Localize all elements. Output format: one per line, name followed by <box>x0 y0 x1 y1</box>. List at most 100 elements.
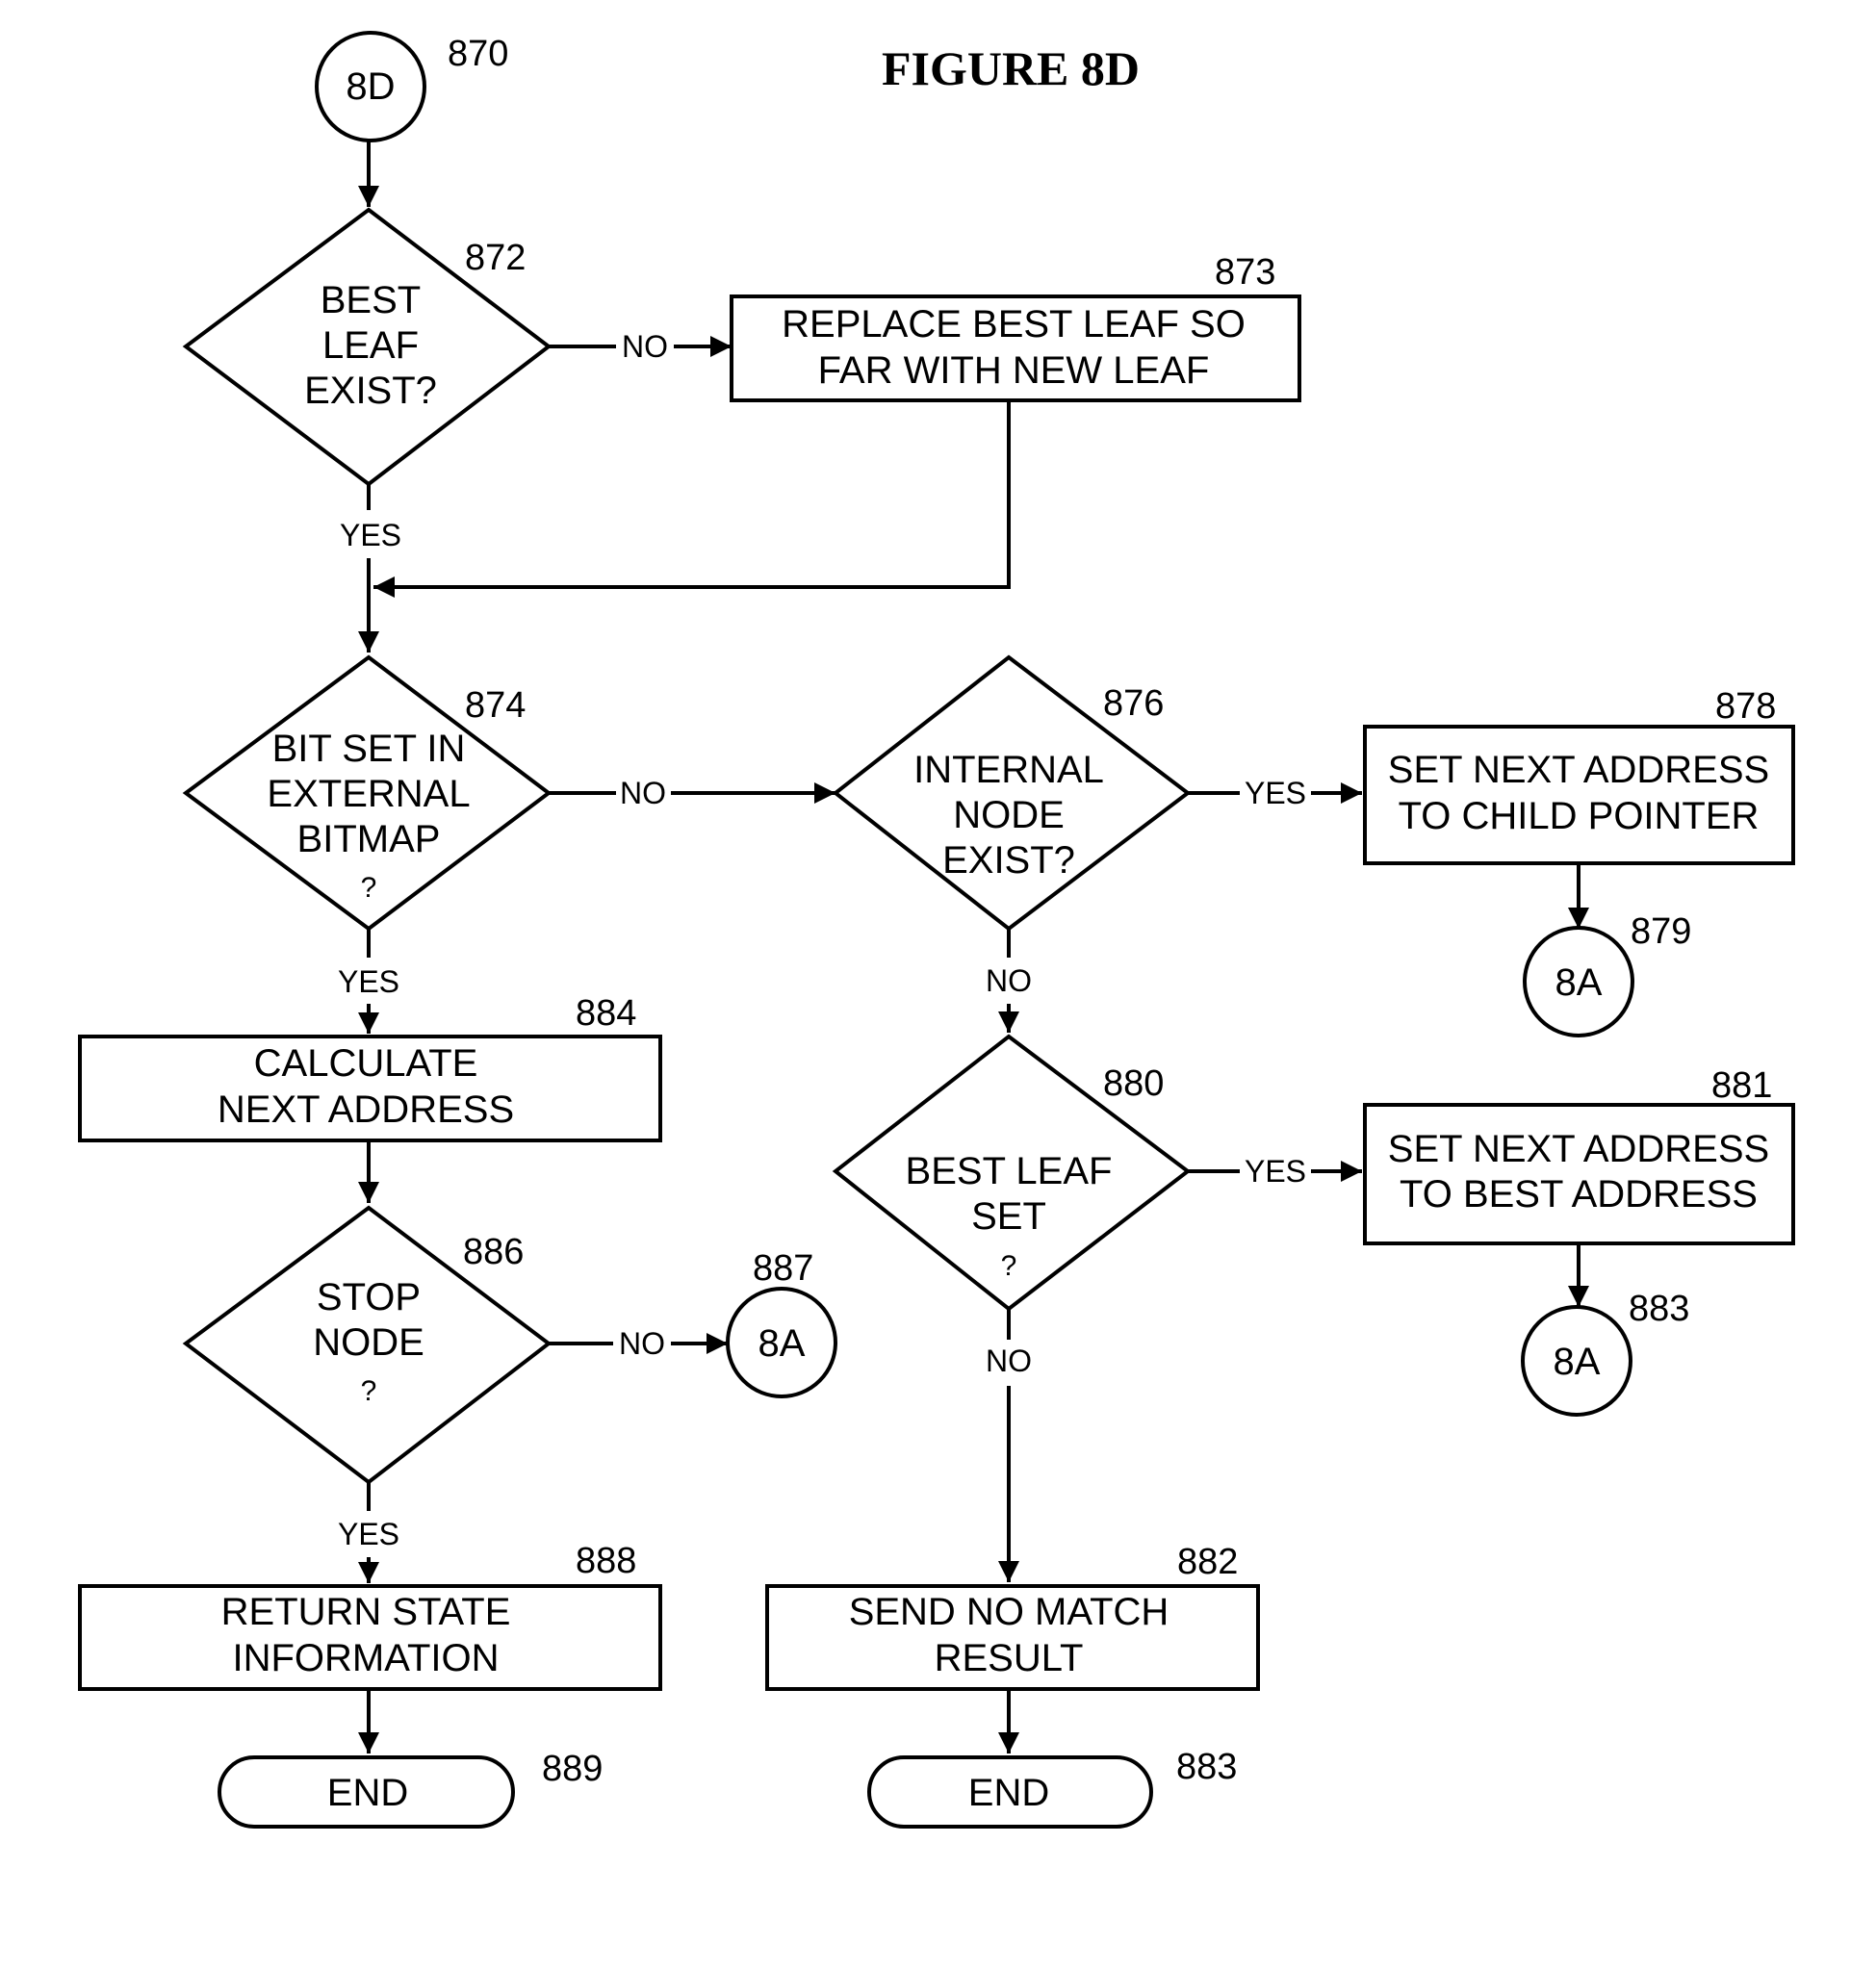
ref-number: 882 <box>1177 1542 1238 1582</box>
process-line-1: RETURN STATE <box>221 1591 511 1633</box>
node-872-decision: BEST LEAF EXIST? 872 <box>182 207 553 487</box>
decision-line-3: EXIST? <box>942 839 1075 882</box>
terminator-label: END <box>327 1772 408 1814</box>
decision-diamond <box>182 207 553 487</box>
node-889-terminator: END 889 <box>218 1749 603 1829</box>
ref-number: 878 <box>1715 686 1776 727</box>
connector-circle <box>1521 1305 1632 1417</box>
edge-label-880-no: NO <box>986 1344 1032 1378</box>
node-870-connector: 8D 870 <box>315 31 508 142</box>
terminator-shape <box>218 1755 515 1829</box>
ref-number: 886 <box>463 1232 524 1272</box>
process-line-1: SEND NO MATCH <box>849 1591 1169 1633</box>
ref-number: 876 <box>1103 683 1164 724</box>
process-line-2: INFORMATION <box>232 1637 499 1679</box>
ref-number: 884 <box>576 993 636 1034</box>
process-line-1: SET NEXT ADDRESS <box>1388 749 1769 791</box>
node-883-connector: 8A 883 <box>1521 1289 1689 1417</box>
ref-number: 883 <box>1176 1747 1237 1787</box>
node-883-terminator: END 883 <box>867 1747 1237 1829</box>
connector-label: 8D <box>346 65 395 108</box>
edge-label-886-yes: YES <box>338 1517 399 1551</box>
decision-diamond <box>832 1034 1192 1312</box>
process-box <box>730 294 1301 402</box>
ref-number: 874 <box>465 685 526 726</box>
terminator-shape <box>867 1755 1153 1829</box>
node-876-decision: INTERNAL NODE EXIST? 876 <box>832 654 1192 932</box>
decision-line-2: LEAF <box>322 324 419 367</box>
edge-label-876-yes: YES <box>1245 776 1306 810</box>
decision-diamond <box>182 1205 553 1485</box>
decision-line-2: EXTERNAL <box>267 773 470 815</box>
node-873-process: REPLACE BEST LEAF SO FAR WITH NEW LEAF 8… <box>730 252 1301 402</box>
ref-number: 888 <box>576 1541 636 1581</box>
decision-diamond <box>182 654 553 932</box>
decision-line-4: ? <box>361 872 377 904</box>
connector-label: 8A <box>1555 961 1603 1004</box>
decision-line-3: ? <box>361 1375 377 1407</box>
decision-line-1: STOP <box>317 1276 421 1318</box>
node-880-decision: BEST LEAF SET ? 880 <box>832 1034 1192 1312</box>
node-882-process: SEND NO MATCH RESULT 882 <box>765 1542 1260 1691</box>
process-box <box>1363 1103 1795 1245</box>
ref-number: 883 <box>1629 1289 1689 1329</box>
edge-873-merge <box>373 401 1011 598</box>
decision-line-3: EXIST? <box>304 370 437 412</box>
edge-label-876-no: NO <box>986 963 1032 998</box>
ref-number: 880 <box>1103 1063 1164 1104</box>
ref-number: 889 <box>542 1749 603 1789</box>
decision-line-3: BITMAP <box>297 818 441 860</box>
node-884-process: CALCULATE NEXT ADDRESS 884 <box>78 993 662 1142</box>
process-box <box>78 1584 662 1691</box>
node-886-decision: STOP NODE ? 886 <box>182 1205 553 1485</box>
edge-label-880-yes: YES <box>1245 1154 1306 1189</box>
ref-number: 881 <box>1711 1065 1772 1106</box>
decision-line-1: BEST LEAF <box>906 1150 1113 1192</box>
process-line-2: TO BEST ADDRESS <box>1400 1173 1758 1216</box>
figure-title: FIGURE 8D <box>882 41 1140 95</box>
edge-labels: NO YES NO YES YES NO YES NO NO YES <box>338 329 1306 1551</box>
decision-line-2: SET <box>971 1195 1046 1238</box>
process-box <box>765 1584 1260 1691</box>
decision-line-1: INTERNAL <box>913 749 1104 791</box>
edge-label-872-yes: YES <box>340 518 401 552</box>
node-878-process: SET NEXT ADDRESS TO CHILD POINTER 878 <box>1363 686 1795 865</box>
ref-number: 873 <box>1215 252 1275 293</box>
process-line-2: FAR WITH NEW LEAF <box>818 349 1210 392</box>
process-line-1: SET NEXT ADDRESS <box>1388 1128 1769 1170</box>
process-line-2: TO CHILD POINTER <box>1399 795 1760 837</box>
decision-line-1: BIT SET IN <box>272 728 466 770</box>
connector-circle <box>726 1287 837 1398</box>
process-line-2: NEXT ADDRESS <box>218 1088 514 1131</box>
decision-line-3: ? <box>1001 1250 1017 1282</box>
node-874-decision: BIT SET IN EXTERNAL BITMAP ? 874 <box>182 654 553 932</box>
node-887-connector: 8A 887 <box>726 1248 837 1398</box>
process-box <box>1363 725 1795 865</box>
process-line-1: REPLACE BEST LEAF SO <box>782 303 1246 346</box>
ref-number: 887 <box>753 1248 813 1289</box>
connectors <box>358 135 1589 1753</box>
connector-label: 8A <box>758 1322 806 1365</box>
node-881-process: SET NEXT ADDRESS TO BEST ADDRESS 881 <box>1363 1065 1795 1245</box>
edge-label-872-no: NO <box>622 329 668 364</box>
ref-number: 872 <box>465 238 526 278</box>
node-888-process: RETURN STATE INFORMATION 888 <box>78 1541 662 1691</box>
process-box <box>78 1035 662 1142</box>
decision-diamond <box>832 654 1192 932</box>
terminator-label: END <box>968 1772 1049 1814</box>
process-line-1: CALCULATE <box>254 1042 478 1085</box>
node-879-connector: 8A 879 <box>1523 911 1691 1037</box>
decision-line-2: NODE <box>313 1321 424 1364</box>
process-line-2: RESULT <box>935 1637 1084 1679</box>
edge-label-886-no: NO <box>619 1326 665 1361</box>
ref-number: 879 <box>1631 911 1691 952</box>
decision-line-1: BEST <box>321 279 421 321</box>
connector-label: 8A <box>1554 1341 1601 1383</box>
ref-number: 870 <box>448 34 508 74</box>
connector-circle <box>1523 926 1634 1037</box>
edge-label-874-no: NO <box>620 776 666 810</box>
decision-line-2: NODE <box>953 794 1065 836</box>
edge-label-874-yes: YES <box>338 964 399 999</box>
